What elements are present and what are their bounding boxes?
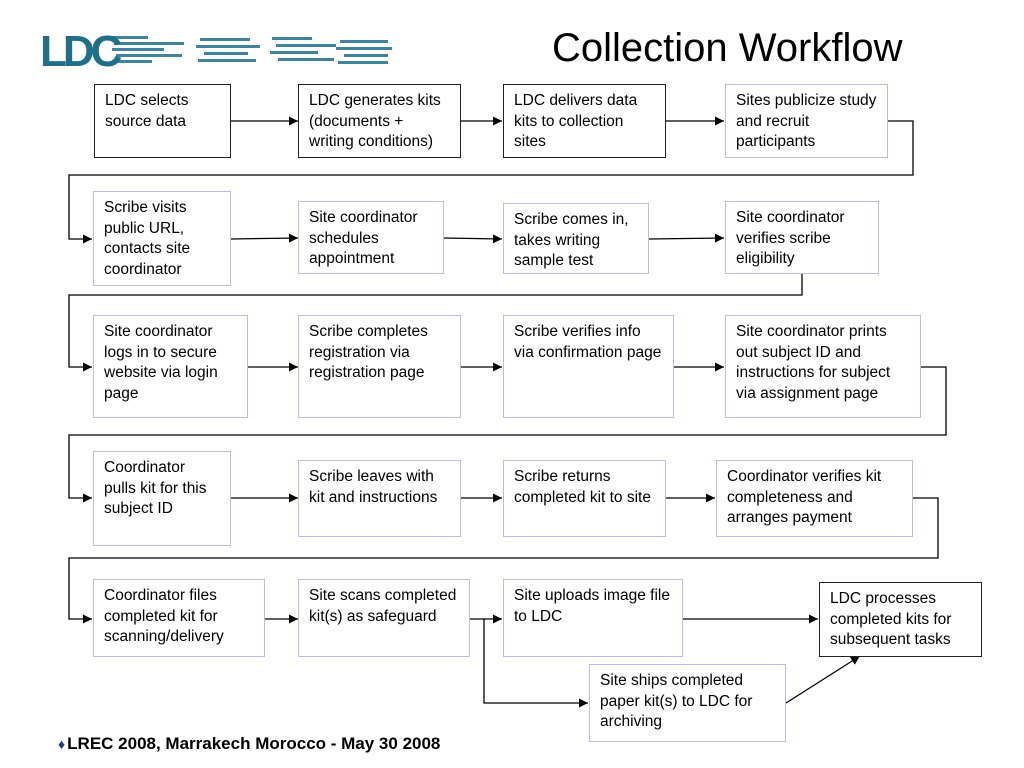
slide-title: Collection Workflow [552,26,903,70]
step-site-scans: Site scans completed kit(s) as safeguard [298,579,470,657]
step-coord-files: Coordinator files completed kit for scan… [93,579,265,657]
arrow-18-21 [483,619,588,708]
step-site-ships: Site ships completed paper kit(s) to LDC… [589,664,786,742]
footer-bullet-icon: ♦ [58,736,66,752]
step-scribe-verifies-info: Scribe verifies info via confirmation pa… [503,315,674,418]
arrow-4-5 [68,120,914,244]
step-ldc-generates: LDC generates kits (documents + writing … [298,84,461,158]
slide-footer: ♦LREC 2008, Marrakech Morocco - May 30 2… [58,733,440,755]
arrow-21-20 [785,655,861,704]
step-scribe-comes: Scribe comes in, takes writing sample te… [503,203,649,274]
arrow-12-13 [68,366,947,503]
arrow-6-7 [443,234,503,244]
step-site-uploads: Site uploads image file to LDC [503,579,683,657]
logo-text: LDC [40,28,122,72]
step-scribe-leaves: Scribe leaves with kit and instructions [298,460,461,537]
step-scribe-visits: Scribe visits public URL, contacts site … [93,191,231,286]
step-coord-pulls-kit: Coordinator pulls kit for this subject I… [93,451,231,546]
step-scribe-returns: Scribe returns completed kit to site [503,460,666,537]
step-coord-verifies-eligibility: Site coordinator verifies scribe eligibi… [725,201,879,274]
step-ldc-processes: LDC processes completed kits for subsequ… [819,582,982,657]
step-coord-prints: Site coordinator prints out subject ID a… [725,315,921,418]
step-scribe-completes-registration: Scribe completes registration via regist… [298,315,461,418]
step-ldc-selects: LDC selects source data [94,84,231,158]
step-coord-logs-in: Site coordinator logs in to secure websi… [93,315,248,418]
logo-wordmark-pattern [112,36,392,64]
arrow-8-9 [68,274,803,372]
step-coord-schedules: Site coordinator schedules appointment [298,201,444,274]
step-ldc-delivers: LDC delivers data kits to collection sit… [503,84,666,158]
footer-text: LREC 2008, Marrakech Morocco - May 30 20… [67,734,441,753]
ldc-logo: LDC [40,28,392,72]
step-coord-verifies-kit: Coordinator verifies kit completeness an… [716,460,913,537]
step-sites-publicize: Sites publicize study and recruit partic… [725,84,888,158]
arrow-5-6 [230,233,299,243]
arrow-7-8 [648,233,725,243]
arrow-16-17 [68,497,939,624]
